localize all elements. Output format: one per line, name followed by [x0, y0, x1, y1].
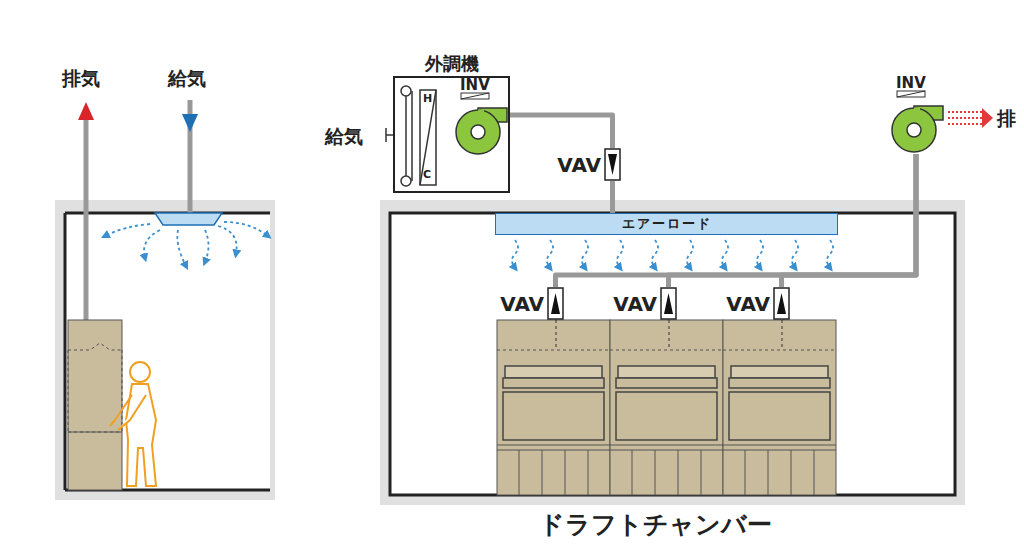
- flow-label: 給気: [168, 66, 206, 92]
- vav-damper: VAV: [547, 287, 564, 320]
- airflow-arrow: [722, 240, 728, 268]
- airflow-arrow: [547, 240, 553, 268]
- vav-label: VAV: [613, 292, 657, 316]
- inverter-label: INV: [460, 76, 490, 94]
- airflow-arrow: [617, 240, 623, 268]
- flow-label: 給気: [325, 124, 363, 150]
- damper-symbol: [604, 148, 621, 181]
- vav-damper: VAV: [773, 287, 790, 320]
- airflow-arrow: [512, 240, 518, 268]
- air-handler-box: 外調機INV: [393, 76, 510, 193]
- fan-symbol: [452, 100, 508, 156]
- vav-damper: VAV: [660, 287, 677, 320]
- airflow-arrow: [792, 240, 798, 268]
- flow-label: 排: [997, 106, 1016, 132]
- exhaust-fan: INV: [888, 98, 944, 154]
- vav-label: VAV: [726, 292, 770, 316]
- airflow-arrow: [582, 240, 588, 268]
- band-label: エアーロード: [622, 215, 712, 233]
- airflow-arrow: [687, 240, 693, 268]
- damper-symbol: [773, 287, 790, 320]
- duct-connector: [610, 181, 615, 213]
- air-load-band: エアーロード: [495, 213, 838, 235]
- airflow-arrow: [757, 240, 763, 268]
- inverter-label: INV: [896, 74, 926, 92]
- supply-fan: INV: [452, 100, 508, 156]
- vav-label: VAV: [500, 292, 544, 316]
- vav-label: VAV: [557, 153, 601, 177]
- vav-damper: VAV: [604, 148, 621, 181]
- fan-symbol: [888, 98, 944, 154]
- coil-label: C: [423, 168, 431, 181]
- duct-connector: [508, 115, 613, 148]
- unit-heading: 外調機: [395, 52, 508, 76]
- airflow-arrow: [827, 240, 833, 268]
- damper-symbol: [547, 287, 564, 320]
- airflow-arrow: [652, 240, 658, 268]
- flow-label: 排気: [62, 66, 100, 92]
- damper-symbol: [660, 287, 677, 320]
- coil-label: H: [423, 92, 432, 105]
- caption: ドラフトチャンバー: [539, 508, 772, 541]
